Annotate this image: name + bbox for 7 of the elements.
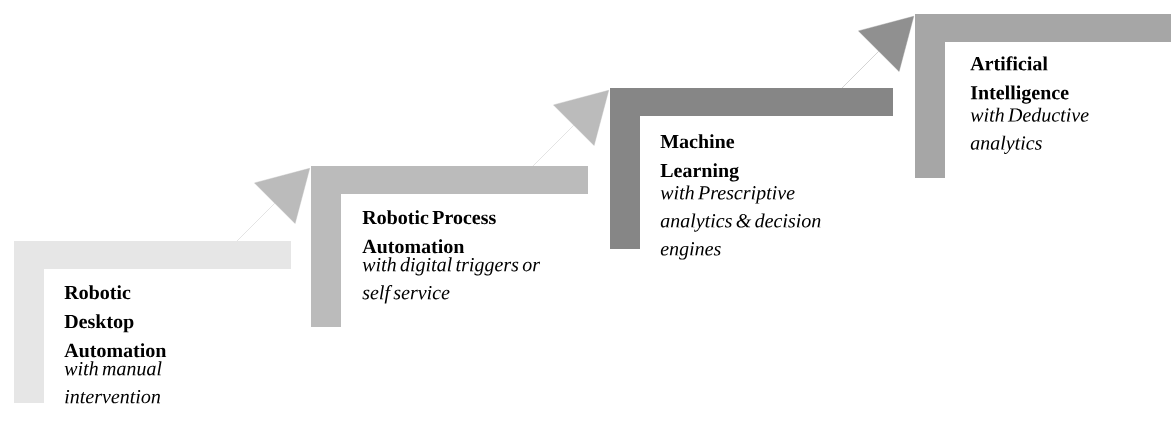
arrowhead [841, 16, 914, 89]
arrowhead [532, 90, 609, 167]
step-bracket: Robotic Process Automation with digital triggers or self service [311, 166, 588, 327]
arrowhead [236, 168, 310, 242]
step-bracket: Robotic Desktop Automation with manual intervention [14, 241, 291, 404]
step-bracket: Machine Learning with Prescriptive analytics & decision engines [610, 88, 893, 260]
step-bracket: Artificial Intelligence with Deductive analytics [915, 14, 1171, 178]
